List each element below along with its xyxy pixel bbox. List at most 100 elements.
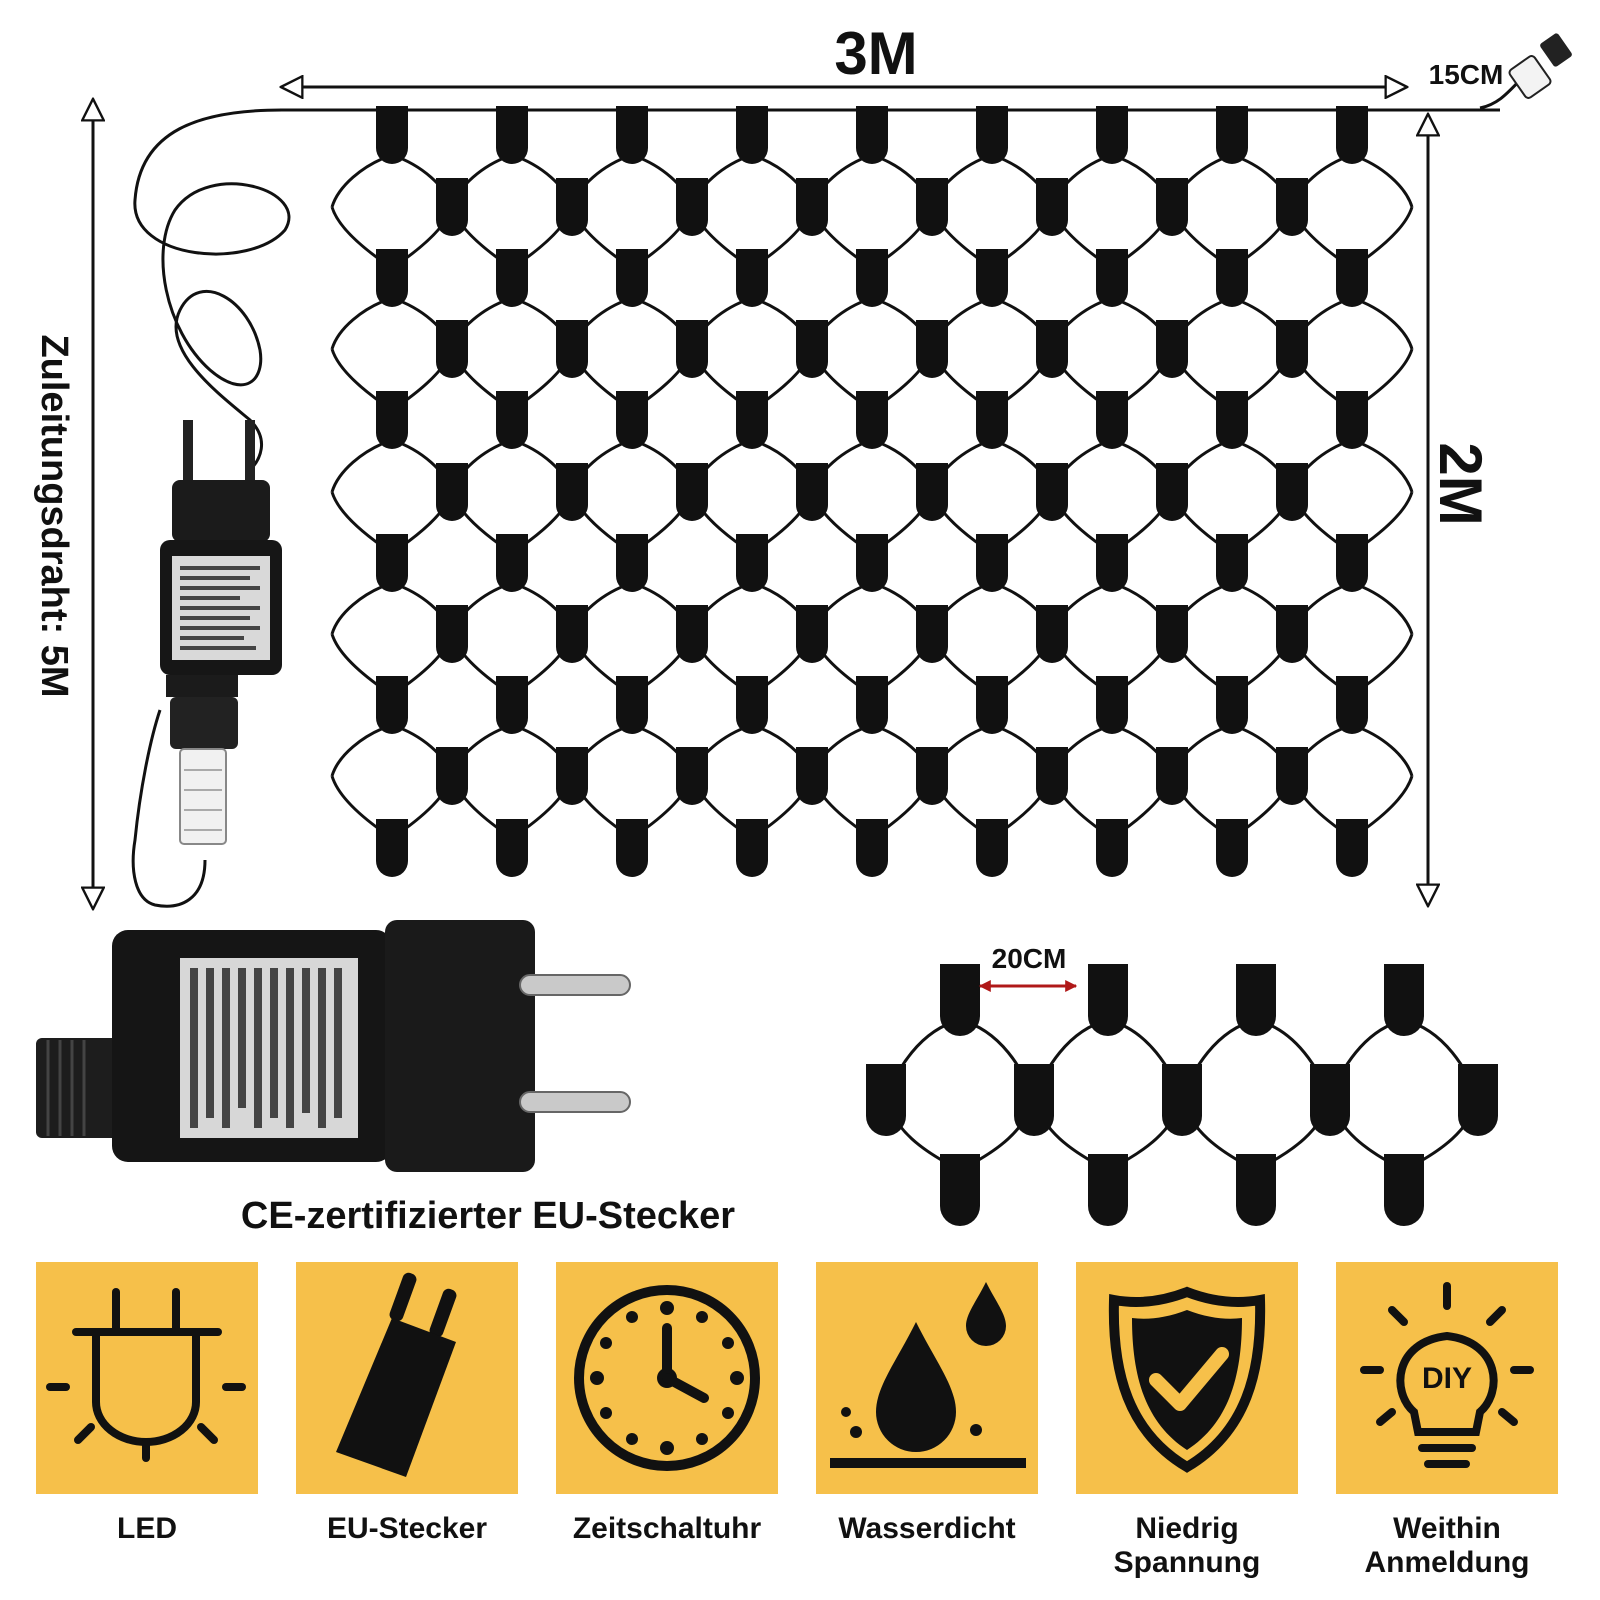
net-bulb bbox=[856, 106, 888, 164]
net-wire-segment bbox=[690, 153, 814, 270]
clock-icon bbox=[574, 1285, 760, 1471]
net-bulb bbox=[1096, 391, 1128, 449]
net-bulb bbox=[496, 106, 528, 164]
detail-bulb bbox=[1236, 964, 1276, 1036]
net-wire-segment bbox=[690, 723, 814, 840]
net-bulb bbox=[1276, 747, 1308, 805]
net-bulb bbox=[736, 819, 768, 877]
net-bulbs bbox=[376, 106, 1368, 877]
net-bulb bbox=[1096, 534, 1128, 592]
top-cable bbox=[280, 33, 1572, 112]
net-bulb bbox=[856, 676, 888, 734]
feature-tile-timer bbox=[556, 1262, 778, 1494]
net-wire-segment bbox=[1170, 438, 1294, 555]
lead-wire bbox=[131, 108, 291, 908]
net-wire-segment bbox=[570, 153, 694, 270]
net-wire-segment bbox=[930, 581, 1054, 697]
net-bulb bbox=[1036, 178, 1068, 236]
net-bulb bbox=[376, 534, 408, 592]
net-bulb bbox=[556, 178, 588, 236]
net-bulb bbox=[436, 320, 468, 378]
net-bulb bbox=[1336, 391, 1368, 449]
net-wire-segment bbox=[1050, 153, 1174, 270]
net-bulb bbox=[376, 819, 408, 877]
net-bulb bbox=[1216, 106, 1248, 164]
net-wire-segment bbox=[810, 438, 934, 555]
detail-bulb bbox=[940, 1154, 980, 1226]
net-wire-segment bbox=[810, 153, 934, 270]
net-bulb bbox=[736, 534, 768, 592]
small-power-adapter bbox=[160, 420, 282, 845]
adapter-caption: CE-zertifizierter EU-Stecker bbox=[241, 1195, 735, 1237]
net-bulb bbox=[856, 819, 888, 877]
net-wire-segment bbox=[810, 581, 934, 697]
net-bulb bbox=[616, 391, 648, 449]
large-power-adapter bbox=[36, 920, 631, 1172]
net-wire-segment bbox=[1050, 438, 1174, 555]
detail-bulb bbox=[866, 1064, 906, 1136]
net-bulb bbox=[1096, 676, 1128, 734]
net-wire-segment bbox=[450, 723, 574, 840]
svg-text:DIY: DIY bbox=[1422, 1362, 1472, 1395]
net-bulb bbox=[616, 106, 648, 164]
feature-tile-diy: DIY bbox=[1336, 1262, 1558, 1494]
net-bulb bbox=[1096, 819, 1128, 877]
net-bulb bbox=[376, 676, 408, 734]
detail-bulb bbox=[1310, 1064, 1350, 1136]
detail-wires bbox=[884, 1018, 1480, 1172]
net-bulb bbox=[1216, 249, 1248, 307]
feature-label-led: LED bbox=[117, 1512, 177, 1545]
net-bulb bbox=[796, 747, 828, 805]
net-bulb bbox=[916, 605, 948, 663]
shield-check-icon bbox=[1108, 1286, 1266, 1473]
net-wire-segment bbox=[930, 438, 1054, 555]
net-bulb bbox=[1276, 605, 1308, 663]
net-bulb bbox=[736, 106, 768, 164]
net-bulb bbox=[436, 178, 468, 236]
net-wire-segment bbox=[690, 581, 814, 697]
net-wire-segment bbox=[930, 296, 1054, 412]
net-wire-segment bbox=[1050, 723, 1174, 840]
net-bulb bbox=[1276, 463, 1308, 521]
detail-bulb bbox=[1384, 964, 1424, 1036]
net-bulb bbox=[976, 534, 1008, 592]
net-bulb bbox=[1036, 747, 1068, 805]
detail-bulb bbox=[1088, 964, 1128, 1036]
net-wire-segment bbox=[690, 438, 814, 555]
net-wire-segment bbox=[570, 581, 694, 697]
net-bulb bbox=[916, 463, 948, 521]
diy-bulb-icon: DIY bbox=[1360, 1282, 1534, 1468]
net-bulb bbox=[556, 463, 588, 521]
net-wire-segment bbox=[1170, 296, 1294, 412]
feature-tile-led bbox=[36, 1262, 258, 1494]
net-bulb bbox=[856, 534, 888, 592]
net-bulb bbox=[1276, 320, 1308, 378]
net-bulb bbox=[796, 605, 828, 663]
net-bulb bbox=[1096, 106, 1128, 164]
net-wires bbox=[330, 153, 1414, 840]
end-cable-label: 15CM bbox=[1429, 59, 1504, 90]
net-bulb bbox=[1216, 819, 1248, 877]
net-bulb bbox=[916, 747, 948, 805]
detail-wire-segment bbox=[1180, 1018, 1332, 1172]
net-wire-segment bbox=[330, 581, 454, 697]
net-bulb bbox=[496, 391, 528, 449]
net-bulb bbox=[1216, 391, 1248, 449]
net-bulb bbox=[916, 320, 948, 378]
feature-label-low-voltage: Niedrig Spannung bbox=[1113, 1512, 1261, 1579]
net-wire-segment bbox=[570, 723, 694, 840]
net-bulb bbox=[616, 819, 648, 877]
net-bulb bbox=[556, 747, 588, 805]
net-bulb bbox=[676, 747, 708, 805]
net-bulb bbox=[1336, 106, 1368, 164]
net-bulb bbox=[676, 178, 708, 236]
net-bulb bbox=[436, 747, 468, 805]
net-bulb bbox=[1336, 676, 1368, 734]
net-bulb bbox=[1036, 605, 1068, 663]
net-bulb bbox=[1036, 320, 1068, 378]
net-wire-segment bbox=[1170, 723, 1294, 840]
net-bulb bbox=[796, 178, 828, 236]
net-bulb bbox=[1216, 534, 1248, 592]
net-wire-segment bbox=[330, 438, 454, 555]
